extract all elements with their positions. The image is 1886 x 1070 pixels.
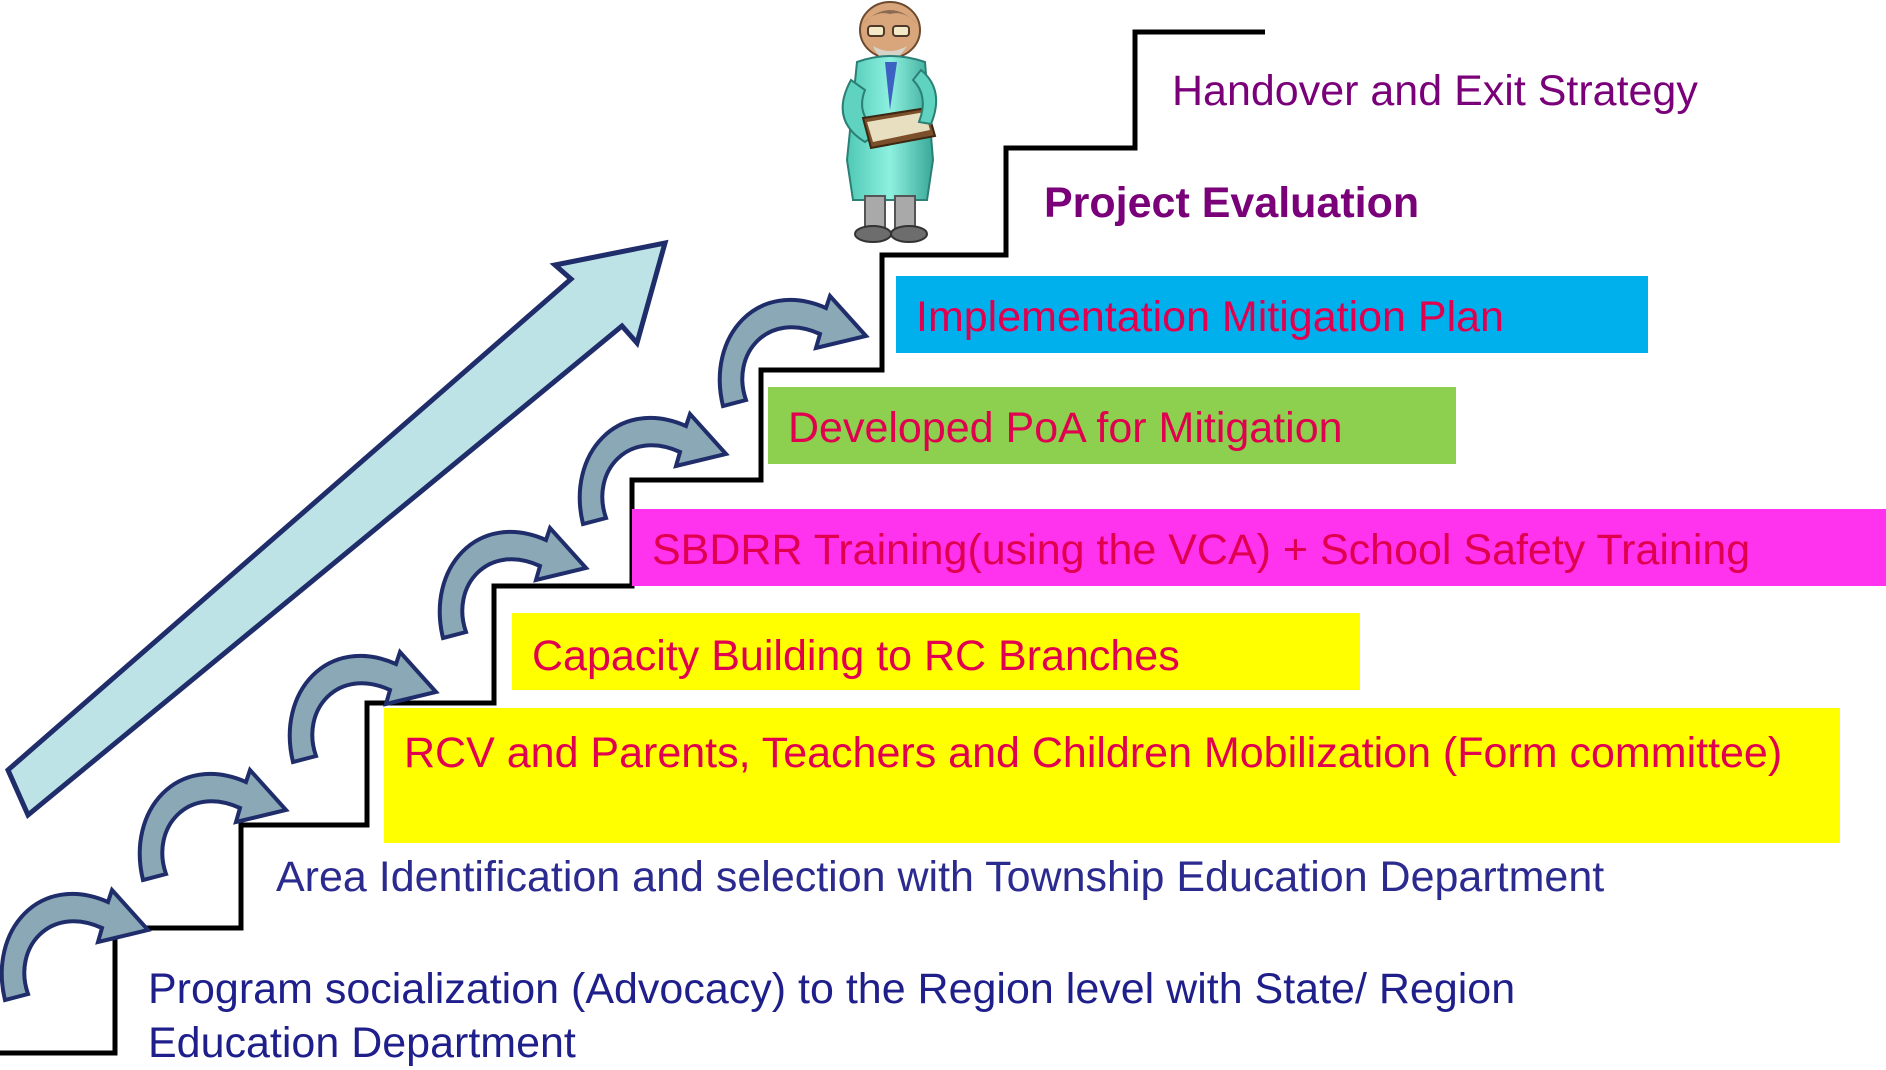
- curved-arrow-6: [717, 292, 870, 409]
- step-label: Developed PoA for Mitigation: [788, 404, 1343, 452]
- step-label: SBDRR Training(using the VCA) + School S…: [652, 526, 1751, 574]
- step-label: Program socialization (Advocacy) to the …: [148, 965, 1516, 1068]
- step-label: Area Identification and selection with T…: [276, 853, 1605, 901]
- step-project-evaluation: Project Evaluation: [1044, 176, 1419, 230]
- step-label: Implementation Mitigation Plan: [916, 293, 1504, 341]
- curved-arrow-2: [137, 766, 290, 883]
- step-handover-exit: Handover and Exit Strategy: [1172, 64, 1698, 118]
- big-diagonal-arrow: [4, 239, 669, 820]
- step-program-socialization: Program socialization (Advocacy) to the …: [148, 962, 1708, 1070]
- curved-arrow-1: [0, 886, 152, 1003]
- curved-arrow-4: [437, 524, 590, 641]
- step-rcv-mobilization: RCV and Parents, Teachers and Children M…: [384, 708, 1840, 843]
- step-developed-poa: Developed PoA for Mitigation: [768, 387, 1456, 464]
- curved-arrow-5: [577, 410, 730, 527]
- step-implementation-mitigation: Implementation Mitigation Plan: [896, 276, 1648, 353]
- step-label: Handover and Exit Strategy: [1172, 67, 1698, 115]
- step-area-identification: Area Identification and selection with T…: [276, 850, 1604, 904]
- step-label: RCV and Parents, Teachers and Children M…: [404, 729, 1783, 777]
- step-label: Capacity Building to RC Branches: [532, 632, 1180, 680]
- doctor-with-clipboard-icon: [841, 1, 938, 243]
- step-capacity-building: Capacity Building to RC Branches: [512, 613, 1360, 690]
- step-sbdrr-training: SBDRR Training(using the VCA) + School S…: [632, 509, 1886, 586]
- curved-arrow-3: [287, 648, 440, 765]
- curved-arrows: [0, 292, 870, 1003]
- step-label: Project Evaluation: [1044, 179, 1420, 227]
